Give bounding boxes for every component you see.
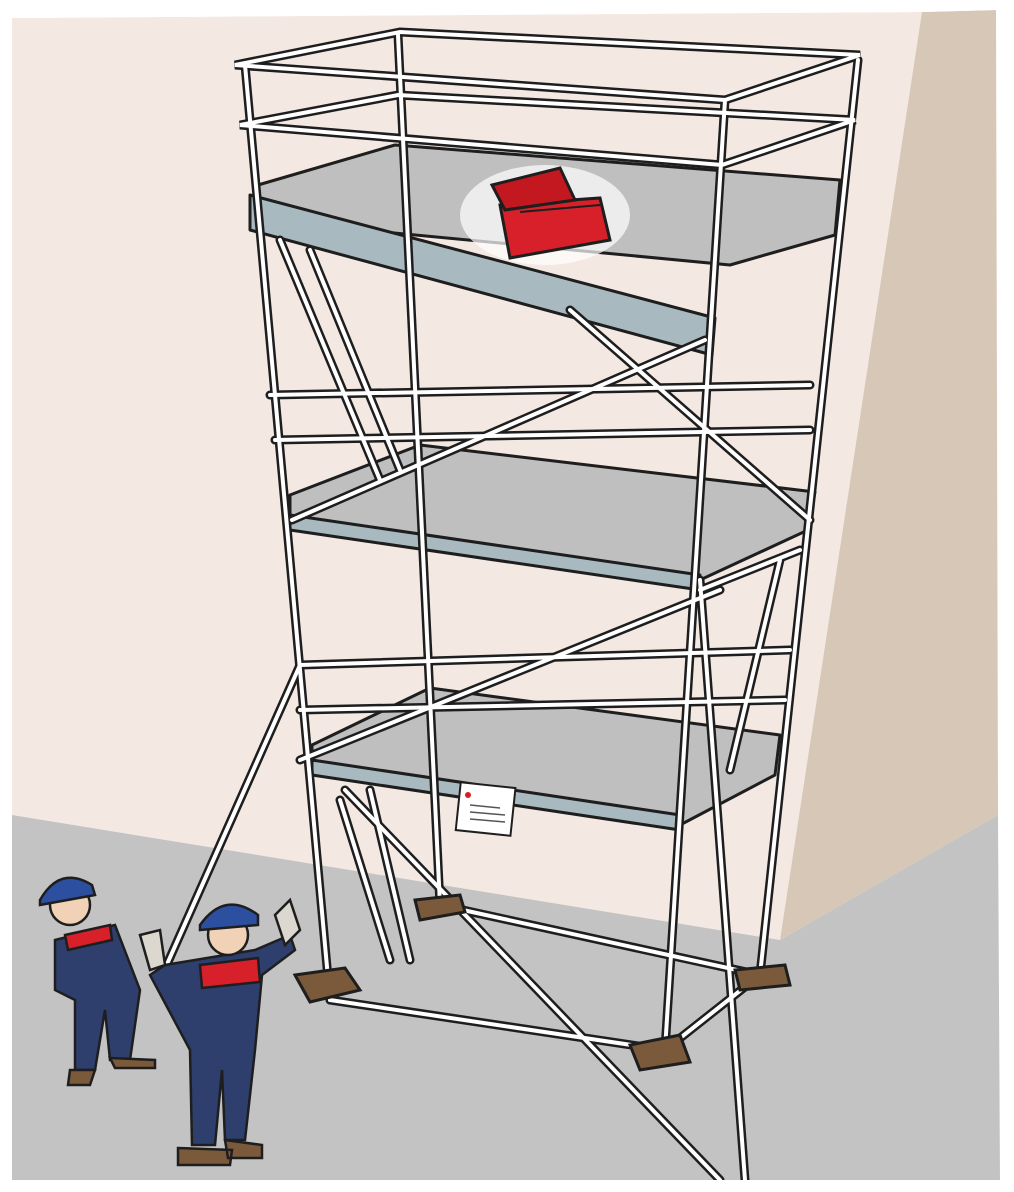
base-plate <box>413 893 467 922</box>
base-plate <box>627 1033 693 1072</box>
base-plate <box>733 963 792 992</box>
toolbox <box>460 165 630 265</box>
floor <box>12 815 1000 1180</box>
scaffold-tag-sign <box>454 781 517 837</box>
worker-left <box>38 876 157 1087</box>
side-wall <box>780 10 998 940</box>
worker-right <box>138 897 302 1167</box>
base-plate <box>292 966 363 1004</box>
